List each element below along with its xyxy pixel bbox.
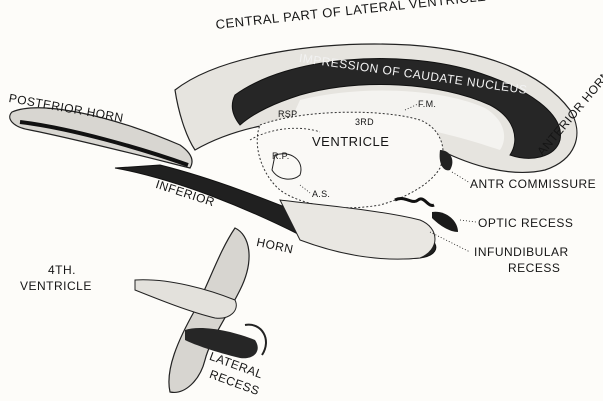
- label-rsp: RSP: [278, 110, 297, 119]
- label-infundibular-recess: RECESS: [508, 262, 560, 274]
- optic-recess: [432, 212, 458, 232]
- label-infundibular: INFUNDIBULAR: [474, 246, 569, 258]
- label-rp: R.P.: [272, 152, 290, 161]
- label-third-ventricle: VENTRICLE: [312, 135, 389, 148]
- label-fourth-ventricle: VENTRICLE: [20, 280, 92, 292]
- label-fourth: 4TH.: [48, 264, 76, 276]
- infundibular-recess: [395, 199, 434, 206]
- label-optic-recess: OPTIC RECESS: [478, 217, 573, 229]
- label-ant-commissure: ANTR COMMISSURE: [470, 178, 596, 190]
- label-third: 3RD: [355, 118, 374, 127]
- label-fm: F.M.: [418, 100, 436, 109]
- label-as: A.S.: [312, 190, 330, 199]
